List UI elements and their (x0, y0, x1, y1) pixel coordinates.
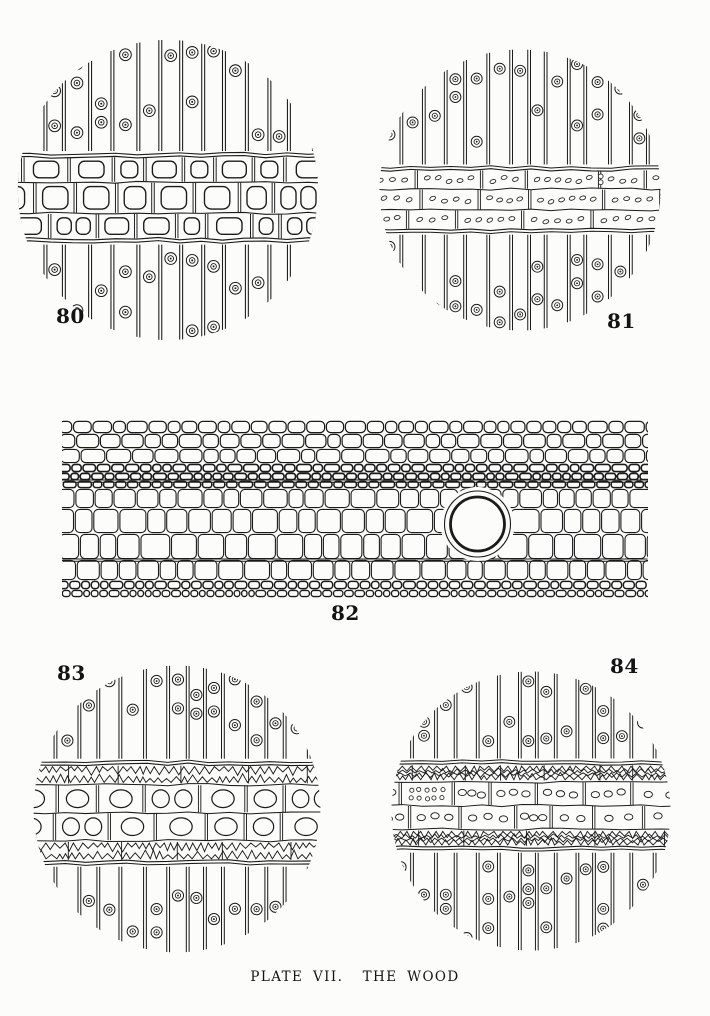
figure-84-number: 84 (610, 654, 639, 678)
figure-80-radial-section-illustration (17, 39, 319, 341)
figure-83-radial-section-illustration (33, 665, 321, 953)
figure-80-number: 80 (56, 304, 85, 328)
plate-caption: PLATE VII. THE WOOD (250, 969, 460, 985)
figure-83-number: 83 (57, 661, 86, 685)
figure-84-radial-section-illustration (391, 671, 671, 951)
figure-81-radial-section-illustration (379, 49, 661, 331)
figure-82-number: 82 (331, 601, 360, 625)
figure-81-number: 81 (607, 309, 636, 333)
figure-82-transverse-section-illustration (62, 420, 648, 598)
